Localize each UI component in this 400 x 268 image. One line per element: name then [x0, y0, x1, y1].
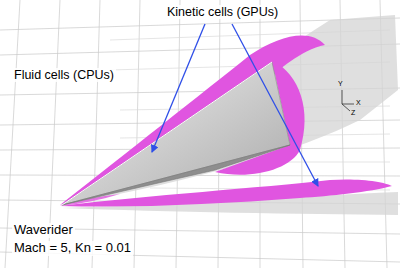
case-conditions: Mach = 5, Kn = 0.01 [12, 241, 133, 256]
case-label: Waverider [12, 223, 75, 238]
axis-label: X [356, 99, 361, 107]
leader-arrow [152, 24, 318, 186]
callout-label: Kinetic cells (GPUs) [165, 5, 280, 19]
axis-label: Y [338, 80, 343, 88]
kinetic-cell-region [60, 35, 392, 206]
region-label: Fluid cells (CPUs) [12, 68, 116, 82]
axis-label: Z [351, 109, 355, 117]
axis-triad [342, 90, 354, 111]
waverider-body [62, 62, 290, 205]
